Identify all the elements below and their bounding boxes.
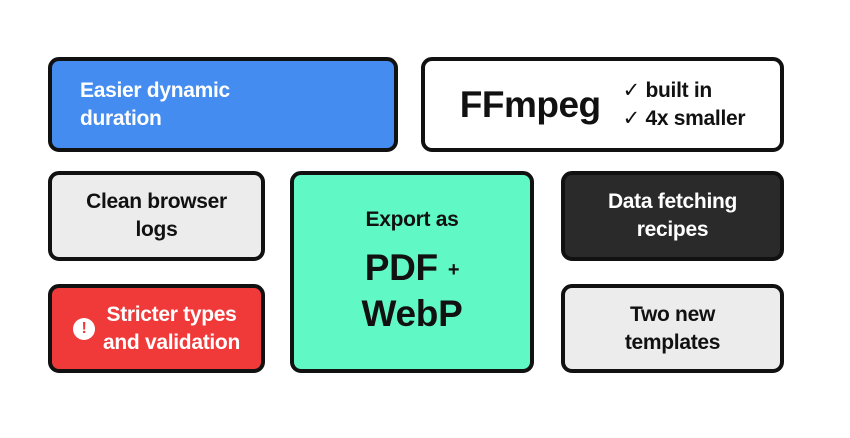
tile-browser-logs: Clean browser logs bbox=[48, 171, 265, 261]
tile-text: Stricter types bbox=[106, 302, 237, 326]
tile-ffmpeg: FFmpeg ✓ built in ✓ 4x smaller bbox=[421, 57, 784, 152]
check-icon: ✓ bbox=[622, 78, 641, 102]
tile-data-fetching: Data fetching recipes bbox=[561, 171, 784, 261]
tile-text: and validation bbox=[103, 330, 240, 354]
export-label: Export as bbox=[365, 207, 459, 231]
tile-text: Two new bbox=[629, 302, 715, 326]
tile-text: duration bbox=[80, 106, 162, 130]
tile-stricter-types: ! Stricter types and validation bbox=[48, 284, 265, 373]
tile-export: Export as PDF + WebP bbox=[290, 171, 534, 373]
tile-text: logs bbox=[135, 218, 178, 241]
plus-text: + bbox=[447, 259, 460, 282]
tile-text: Clean browser bbox=[86, 190, 227, 213]
pdf-text: PDF bbox=[364, 246, 438, 288]
tile-templates: Two new templates bbox=[561, 284, 784, 373]
check-icon: ✓ bbox=[622, 106, 641, 130]
tile-text: templates bbox=[624, 330, 721, 354]
tile-text: Data fetching bbox=[607, 190, 738, 213]
check-built-in: built in bbox=[645, 78, 712, 102]
ffmpeg-title: FFmpeg bbox=[459, 83, 601, 125]
tile-text: recipes bbox=[636, 218, 709, 241]
webp-text: WebP bbox=[361, 293, 463, 335]
tile-text: Easier dynamic bbox=[80, 78, 230, 102]
tile-dynamic-duration: Easier dynamic duration bbox=[48, 57, 398, 152]
check-smaller: 4x smaller bbox=[645, 106, 746, 130]
warning-icon: ! bbox=[73, 317, 95, 340]
